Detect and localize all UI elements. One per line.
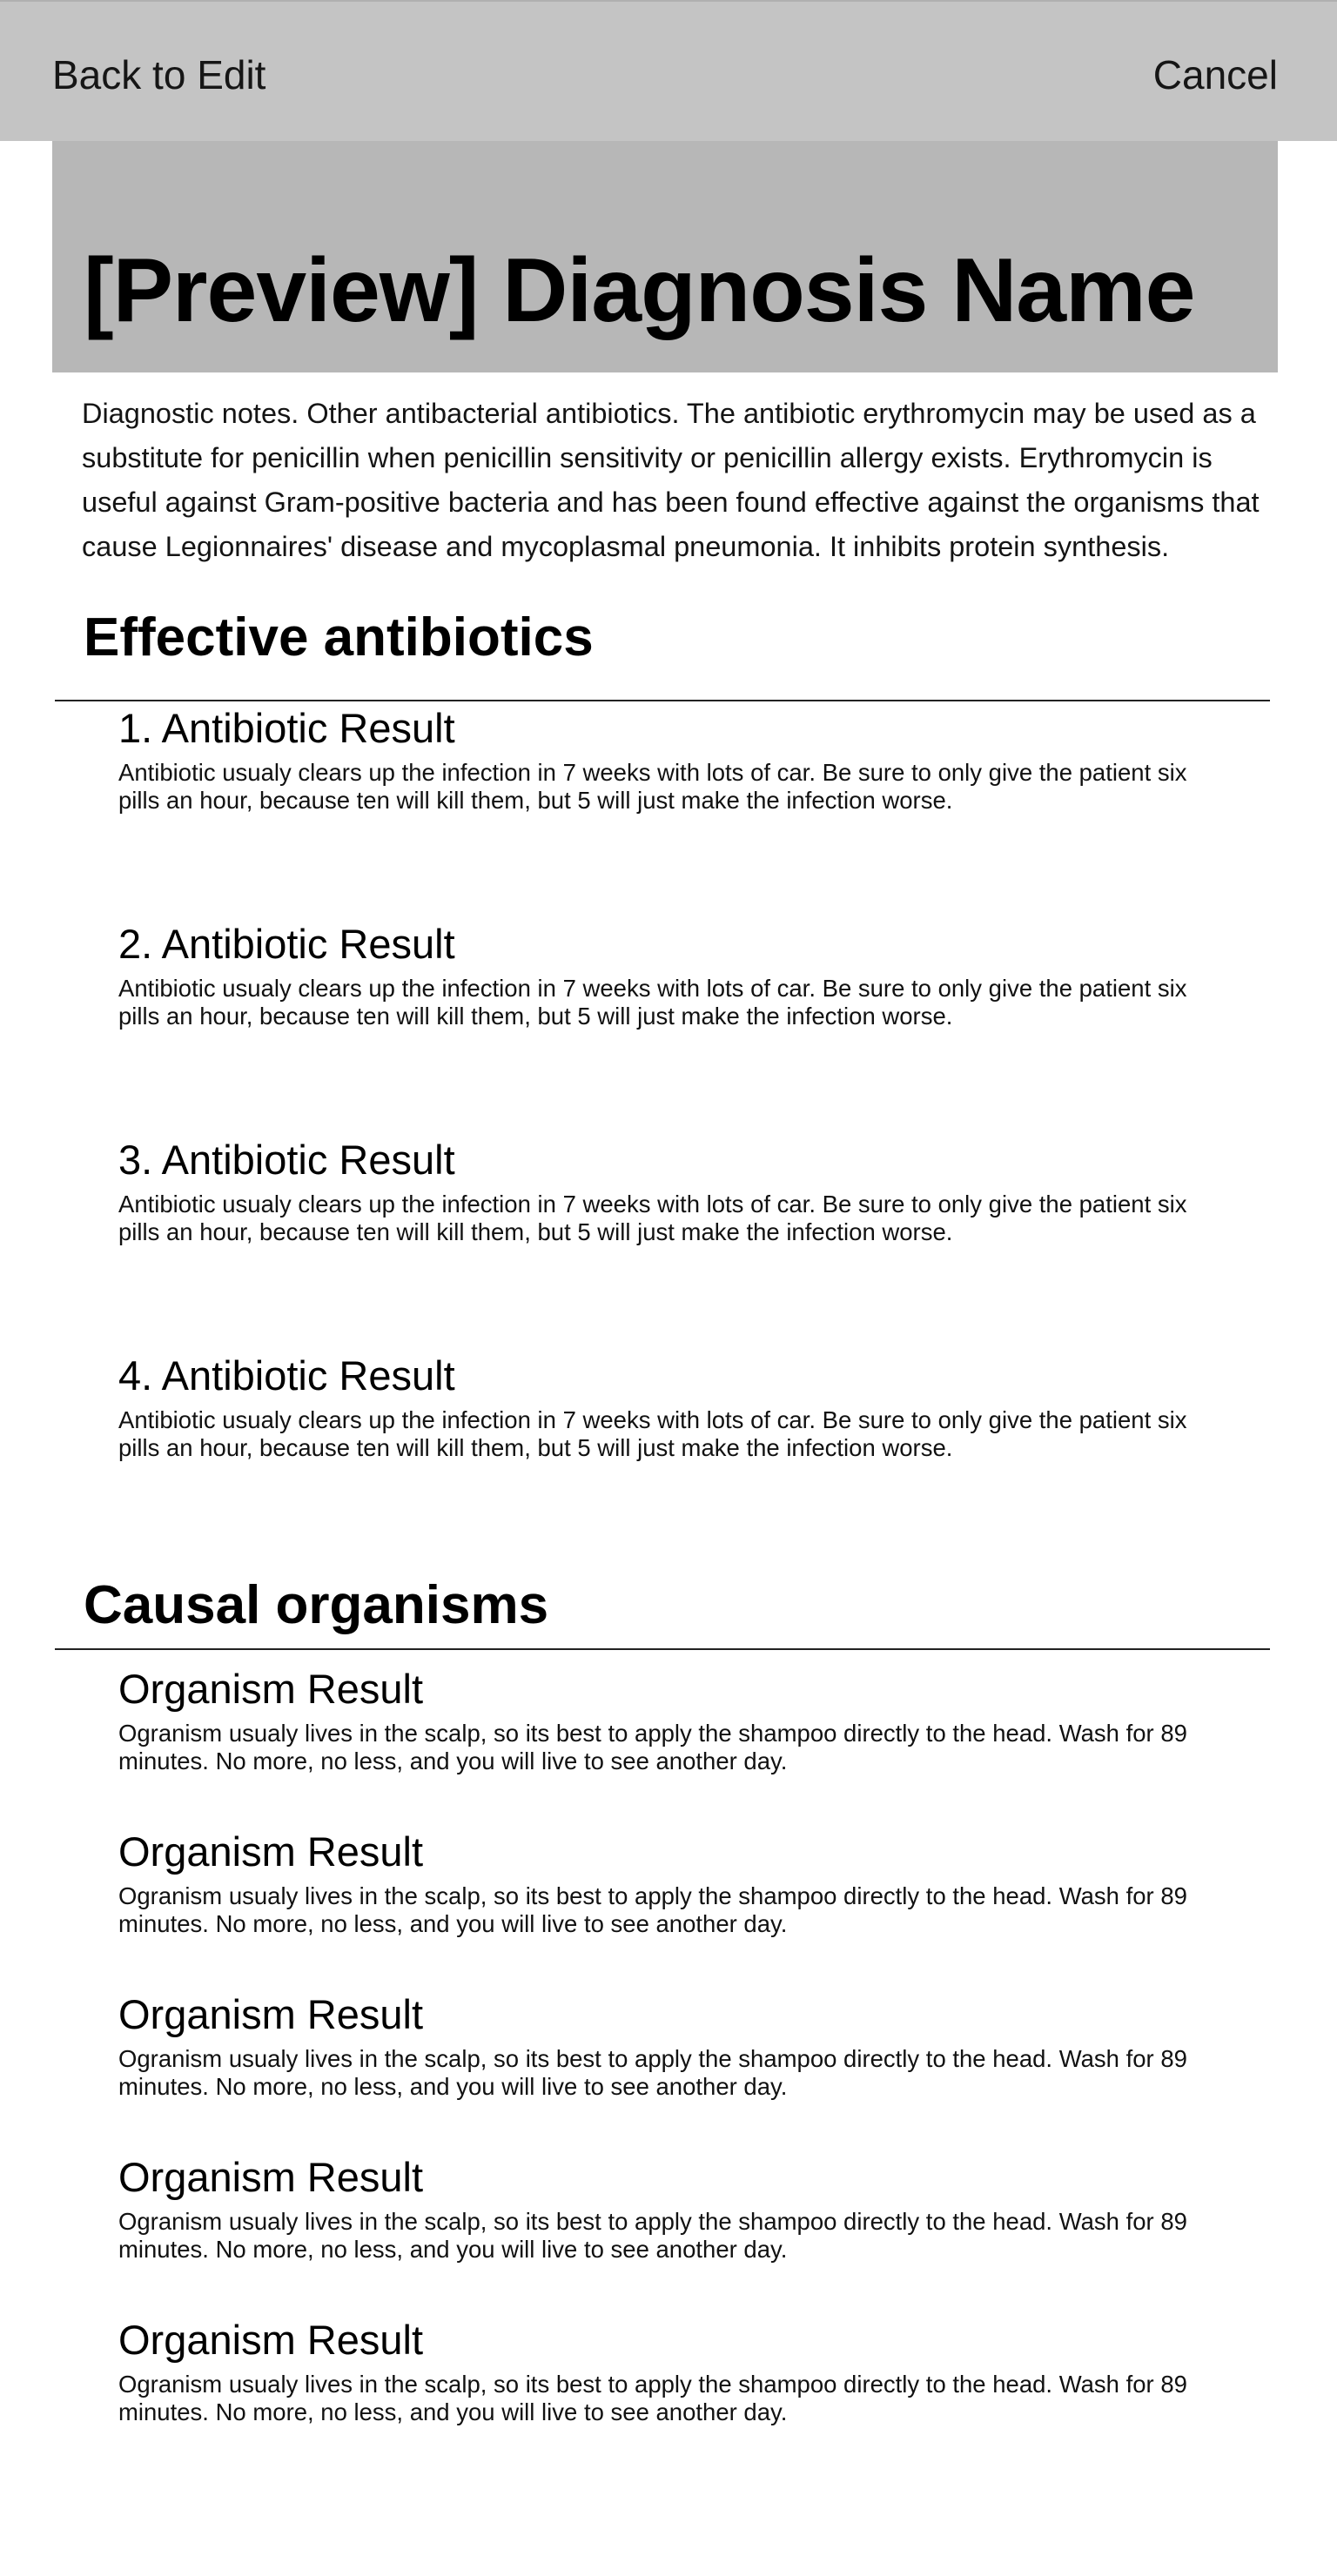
organism-result-text: Ogranism usualy lives in the scalp, so i… <box>118 2371 1187 2425</box>
antibiotic-result-title: 1. Antibiotic Result <box>118 705 455 751</box>
page-title: [Preview] Diagnosis Name <box>84 240 1195 341</box>
organism-result: Organism Result Ogranism usualy lives in… <box>118 1666 1206 1775</box>
antibiotic-result-text: Antibiotic usualy clears up the infectio… <box>118 759 1187 814</box>
antibiotic-result-title: 3. Antibiotic Result <box>118 1137 455 1183</box>
antibiotic-result-title: 4. Antibiotic Result <box>118 1352 455 1399</box>
organism-result-title: Organism Result <box>118 2317 423 2363</box>
antibiotic-result: 4. Antibiotic Result Antibiotic usualy c… <box>118 1352 1206 1462</box>
organism-result-text: Ogranism usualy lives in the scalp, so i… <box>118 2045 1187 2100</box>
antibiotic-result-text: Antibiotic usualy clears up the infectio… <box>118 975 1187 1030</box>
organism-result: Organism Result Ogranism usualy lives in… <box>118 1828 1206 1938</box>
organism-result-text: Ogranism usualy lives in the scalp, so i… <box>118 1882 1187 1937</box>
organism-result-title: Organism Result <box>118 1991 423 2037</box>
antibiotic-result: 1. Antibiotic Result Antibiotic usualy c… <box>118 705 1206 815</box>
section-title-antibiotics: Effective antibiotics <box>84 607 594 667</box>
organism-result: Organism Result Ogranism usualy lives in… <box>118 1991 1206 2101</box>
organism-result: Organism Result Ogranism usualy lives in… <box>118 2154 1206 2264</box>
back-to-edit-button[interactable]: Back to Edit <box>52 52 266 97</box>
section-title-organisms: Causal organisms <box>84 1575 549 1635</box>
section-divider <box>55 1648 1270 1650</box>
diagnostic-notes: Diagnostic notes. Other antibacterial an… <box>82 398 1260 562</box>
cancel-button[interactable]: Cancel <box>1152 52 1278 97</box>
organism-result-text: Ogranism usualy lives in the scalp, so i… <box>118 1720 1187 1774</box>
title-banner: [Preview] Diagnosis Name <box>52 141 1278 372</box>
organism-result-title: Organism Result <box>118 1666 423 1712</box>
organism-result-text: Ogranism usualy lives in the scalp, so i… <box>118 2208 1187 2263</box>
organism-result-title: Organism Result <box>118 2154 423 2200</box>
top-bar: Back to Edit Cancel <box>0 0 1337 141</box>
antibiotic-result: 3. Antibiotic Result Antibiotic usualy c… <box>118 1137 1206 1246</box>
antibiotic-result-title: 2. Antibiotic Result <box>118 921 455 967</box>
organism-result-title: Organism Result <box>118 1828 423 1875</box>
section-divider <box>55 700 1270 701</box>
antibiotic-result: 2. Antibiotic Result Antibiotic usualy c… <box>118 921 1206 1030</box>
antibiotic-result-text: Antibiotic usualy clears up the infectio… <box>118 1406 1187 1461</box>
antibiotic-result-text: Antibiotic usualy clears up the infectio… <box>118 1191 1187 1245</box>
organism-result: Organism Result Ogranism usualy lives in… <box>118 2317 1206 2426</box>
